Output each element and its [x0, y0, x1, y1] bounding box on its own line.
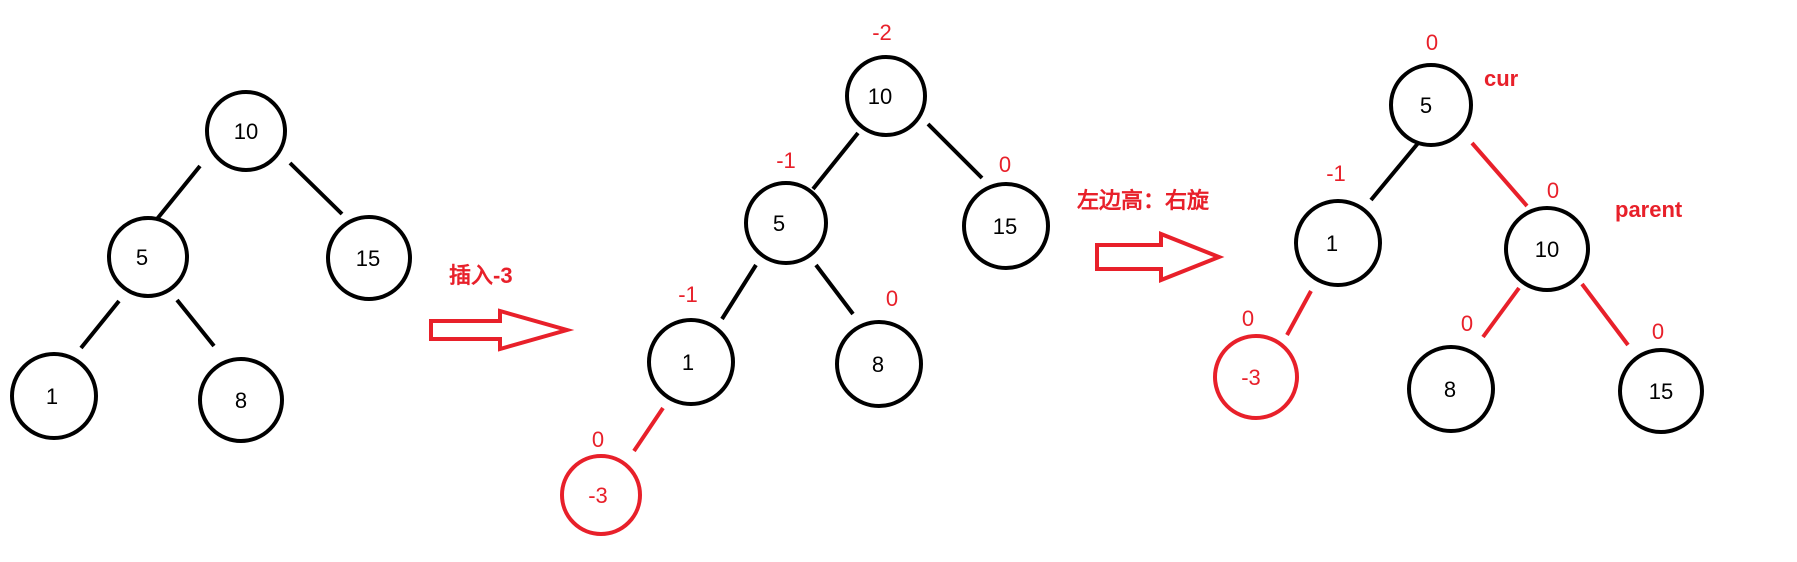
- tree-node: 10: [205, 90, 287, 172]
- tree-initial: 10 5 15 1 8: [10, 90, 412, 443]
- insert-arrow: 插入-3: [429, 263, 575, 352]
- edge-10-15: [288, 161, 344, 216]
- balance-factor: -1: [776, 148, 796, 173]
- svg-text:10: 10: [234, 119, 258, 144]
- svg-text:10: 10: [868, 84, 892, 109]
- balance-factor: -1: [1326, 161, 1346, 186]
- balance-factor: 0: [1652, 319, 1664, 344]
- tree-node: 5 0: [1389, 30, 1473, 147]
- tree-node: 1 -1: [1294, 161, 1382, 287]
- svg-text:1: 1: [46, 384, 58, 409]
- tree-node: 5 -1: [744, 148, 828, 265]
- balance-factor: -1: [678, 282, 698, 307]
- svg-text:5: 5: [773, 211, 785, 236]
- edge-1-m3: [632, 406, 665, 453]
- parent-pointer-label: parent: [1615, 197, 1683, 222]
- edge-5-8: [175, 298, 216, 348]
- balance-factor: 0: [1461, 311, 1473, 336]
- edge-5-1: [720, 263, 758, 321]
- edge-10-5: [155, 164, 202, 221]
- edge-10-8: [1481, 286, 1521, 339]
- svg-text:15: 15: [993, 214, 1017, 239]
- tree-node: 15: [326, 215, 412, 301]
- edge-5-1: [1369, 140, 1421, 202]
- svg-text:-3: -3: [588, 483, 608, 508]
- tree-after-insert: 10 -2 5 -1 15 0 1 -1 8 0 -3 0: [560, 20, 1050, 536]
- svg-text:5: 5: [1420, 93, 1432, 118]
- svg-text:5: 5: [136, 245, 148, 270]
- svg-text:15: 15: [356, 246, 380, 271]
- tree-node: 10 -2: [845, 20, 927, 137]
- tree-node: 8: [198, 357, 284, 443]
- svg-text:1: 1: [1326, 231, 1338, 256]
- balance-factor: 0: [1426, 30, 1438, 55]
- svg-text:8: 8: [872, 352, 884, 377]
- svg-text:-3: -3: [1241, 365, 1261, 390]
- balance-factor: 0: [1242, 306, 1254, 331]
- balance-factor: 0: [592, 427, 604, 452]
- tree-node: 1 -1: [647, 282, 735, 406]
- edge-10-15: [926, 122, 984, 180]
- tree-node: 8 0: [835, 286, 923, 408]
- edge-5-8: [814, 263, 855, 316]
- edge-10-15: [1580, 282, 1630, 347]
- tree-node: -3 0: [1213, 306, 1299, 420]
- tree-node: 15 0: [962, 152, 1050, 270]
- balance-factor: 0: [886, 286, 898, 311]
- arrow-caption-rotate: 左边高：右旋: [1077, 188, 1210, 213]
- tree-after-rotation: 5 0 cur 1 -1 10 0 parent -3 0 8 0 15 0: [1213, 30, 1704, 434]
- tree-node: 8 0: [1407, 311, 1495, 433]
- balance-factor: -2: [872, 20, 892, 45]
- balance-factor: 0: [1547, 178, 1559, 203]
- svg-text:8: 8: [1444, 377, 1456, 402]
- tree-node: -3 0: [560, 427, 642, 536]
- edge-5-1: [79, 299, 121, 350]
- arrow-caption-insert: 插入-3: [449, 263, 513, 288]
- tree-node: 5: [107, 216, 189, 298]
- tree-node: 1: [10, 352, 98, 440]
- cur-pointer-label: cur: [1484, 66, 1519, 91]
- edge-1-m3: [1285, 290, 1313, 336]
- svg-text:15: 15: [1649, 379, 1673, 404]
- svg-text:10: 10: [1535, 237, 1559, 262]
- tree-node: 10 0: [1504, 178, 1590, 292]
- rotate-arrow: 左边高：右旋: [1077, 188, 1225, 283]
- svg-text:1: 1: [682, 350, 694, 375]
- balance-factor: 0: [999, 152, 1011, 177]
- svg-text:8: 8: [235, 388, 247, 413]
- edge-10-5: [811, 131, 860, 191]
- tree-node: 15 0: [1618, 319, 1704, 434]
- edge-5-10: [1470, 141, 1529, 208]
